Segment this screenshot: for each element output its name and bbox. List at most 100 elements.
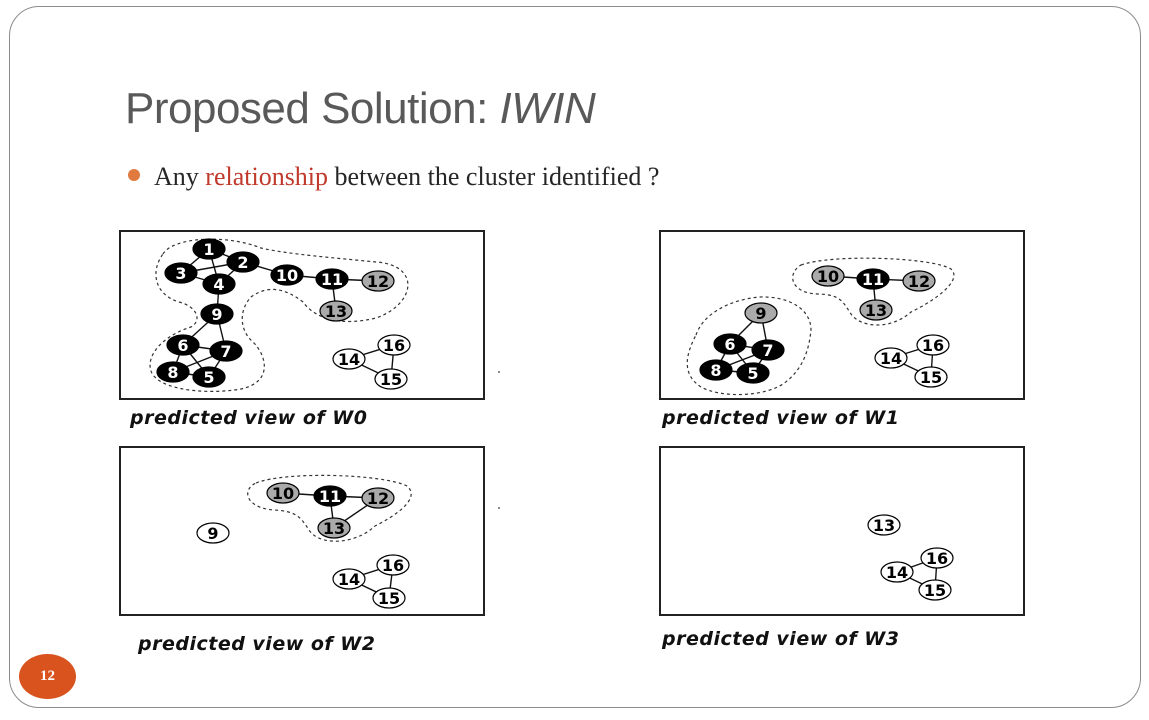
node-circle bbox=[266, 482, 300, 504]
node-circle bbox=[744, 302, 778, 324]
graph-node-1: 1 bbox=[192, 238, 226, 260]
title-italic-text: IWIN bbox=[499, 84, 596, 133]
graph-node-10: 10 bbox=[811, 265, 845, 287]
graph-node-11: 11 bbox=[313, 485, 347, 507]
node-label: 16 bbox=[382, 556, 404, 575]
node-circle bbox=[156, 361, 190, 383]
graph-node-13: 13 bbox=[319, 300, 353, 322]
node-label: 4 bbox=[213, 275, 224, 294]
cluster-boundary bbox=[792, 257, 955, 326]
node-circle bbox=[867, 514, 901, 536]
node-circle bbox=[916, 334, 950, 356]
graph-node-16: 16 bbox=[920, 547, 954, 569]
node-label: 16 bbox=[926, 549, 948, 568]
graph-node-14: 14 bbox=[332, 568, 366, 590]
graph-node-12: 12 bbox=[361, 487, 395, 509]
graph-node-5: 5 bbox=[736, 362, 770, 384]
graph-node-12: 12 bbox=[361, 270, 395, 292]
node-circle bbox=[699, 359, 733, 381]
node-circle bbox=[209, 340, 243, 362]
node-label: 7 bbox=[220, 342, 231, 361]
node-label: 13 bbox=[873, 516, 895, 535]
node-label: 7 bbox=[762, 341, 773, 360]
stray-mark bbox=[498, 507, 500, 509]
node-label: 15 bbox=[380, 370, 402, 389]
node-circle bbox=[361, 270, 395, 292]
node-label: 10 bbox=[276, 266, 298, 285]
bullet-text-before: Any bbox=[154, 162, 206, 191]
graph-node-8: 8 bbox=[156, 361, 190, 383]
graph-node-16: 16 bbox=[916, 334, 950, 356]
node-circle bbox=[332, 348, 366, 370]
node-label: 12 bbox=[367, 489, 389, 508]
node-circle bbox=[874, 347, 908, 369]
graph-node-13: 13 bbox=[859, 299, 893, 321]
node-circle bbox=[313, 485, 347, 507]
node-label: 11 bbox=[321, 270, 343, 289]
stray-mark bbox=[498, 371, 500, 373]
node-circle bbox=[914, 366, 948, 388]
node-label: 10 bbox=[272, 484, 294, 503]
caption-w2: predicted view of W2 bbox=[138, 633, 376, 655]
caption-w0: predicted view of W0 bbox=[130, 407, 368, 429]
node-circle bbox=[192, 366, 226, 388]
graph-node-6: 6 bbox=[166, 334, 200, 356]
graph-node-12: 12 bbox=[902, 270, 936, 292]
node-label: 11 bbox=[862, 270, 884, 289]
node-label: 14 bbox=[338, 570, 360, 589]
node-label: 13 bbox=[325, 302, 347, 321]
graph-w2: 10 11 12 13 9 14 16 15 bbox=[196, 474, 412, 609]
graph-node-10: 10 bbox=[266, 482, 300, 504]
node-label: 12 bbox=[908, 272, 930, 291]
graph-panel-w3: 13 14 16 15 bbox=[659, 446, 1025, 616]
graph-node-6: 6 bbox=[713, 333, 747, 355]
node-circle bbox=[751, 339, 785, 361]
node-label: 9 bbox=[755, 304, 766, 323]
bullet-text-after: between the cluster identified ? bbox=[328, 162, 660, 191]
graph-node-9: 9 bbox=[196, 522, 230, 544]
node-circle bbox=[856, 268, 890, 290]
node-label: 6 bbox=[177, 336, 188, 355]
node-label: 6 bbox=[724, 335, 735, 354]
node-label: 11 bbox=[319, 487, 341, 506]
node-label: 16 bbox=[383, 336, 405, 355]
node-circle bbox=[192, 238, 226, 260]
graph-node-13: 13 bbox=[317, 517, 351, 539]
node-label: 14 bbox=[338, 350, 360, 369]
caption-w3: predicted view of W3 bbox=[662, 628, 900, 650]
graph-node-3: 3 bbox=[164, 262, 198, 284]
node-circle bbox=[164, 262, 198, 284]
node-circle bbox=[196, 522, 230, 544]
node-label: 9 bbox=[207, 524, 218, 543]
page-number-badge: 12 bbox=[19, 654, 76, 699]
graph-node-15: 15 bbox=[372, 587, 406, 609]
node-circle bbox=[166, 334, 200, 356]
node-circle bbox=[376, 554, 410, 576]
node-label: 5 bbox=[203, 368, 214, 387]
graph-w3: 13 14 16 15 bbox=[867, 514, 954, 601]
node-label: 16 bbox=[922, 336, 944, 355]
node-circle bbox=[880, 561, 914, 583]
node-label: 13 bbox=[323, 519, 345, 538]
graph-node-11: 11 bbox=[315, 268, 349, 290]
node-circle bbox=[920, 547, 954, 569]
graph-node-13: 13 bbox=[867, 514, 901, 536]
graph-node-15: 15 bbox=[374, 368, 408, 390]
node-label: 15 bbox=[920, 368, 942, 387]
cluster-boundary bbox=[149, 238, 409, 392]
graph-node-14: 14 bbox=[880, 561, 914, 583]
node-label: 15 bbox=[924, 581, 946, 600]
node-label: 5 bbox=[747, 364, 758, 383]
node-circle bbox=[918, 579, 952, 601]
node-circle bbox=[315, 268, 349, 290]
node-circle bbox=[811, 265, 845, 287]
node-label: 15 bbox=[378, 589, 400, 608]
node-label: 9 bbox=[211, 305, 222, 324]
graph-node-2: 2 bbox=[226, 251, 260, 273]
graph-node-4: 4 bbox=[202, 273, 236, 295]
node-circle bbox=[736, 362, 770, 384]
node-label: 8 bbox=[167, 363, 178, 382]
